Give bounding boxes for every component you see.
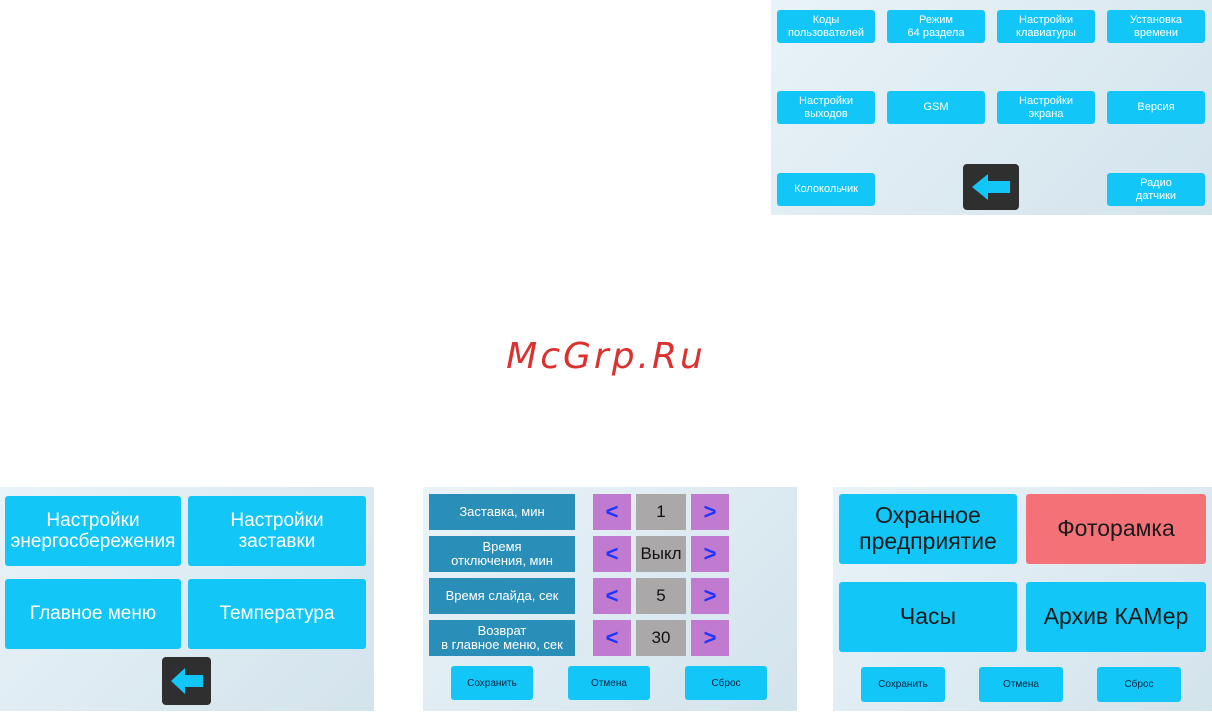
gsm-button[interactable]: GSM	[887, 91, 985, 124]
photo-frame-button[interactable]: Фоторамка	[1026, 494, 1206, 564]
output-settings-button[interactable]: Настройки выходов	[777, 91, 875, 124]
security-company-button[interactable]: Охранное предприятие	[839, 494, 1017, 564]
left-arrow-icon	[170, 668, 203, 694]
bell-button[interactable]: Колокольчик	[777, 173, 875, 206]
slide-time-label: Время слайда, сек	[429, 578, 575, 614]
screensaver-decrease-button[interactable]: <	[593, 494, 631, 530]
screensaver-panel: Заставка, мин < 1 > Время отключения, ми…	[423, 487, 797, 711]
temperature-button[interactable]: Температура	[188, 579, 366, 649]
save-button[interactable]: Сохранить	[451, 666, 533, 700]
screensaver-minutes-label: Заставка, мин	[429, 494, 575, 530]
set-time-button[interactable]: Установка времени	[1107, 10, 1205, 43]
screen-off-time-value: Выкл	[636, 536, 686, 572]
slide-time-decrease-button[interactable]: <	[593, 578, 631, 614]
return-to-main-increase-button[interactable]: >	[691, 620, 729, 656]
screensaver-increase-button[interactable]: >	[691, 494, 729, 530]
screensaver-settings-button[interactable]: Настройки заставки	[188, 496, 366, 566]
user-codes-button[interactable]: Коды пользователей	[777, 10, 875, 43]
return-to-main-decrease-button[interactable]: <	[593, 620, 631, 656]
reset-button[interactable]: Сброс	[685, 666, 767, 700]
screensaver-minutes-value: 1	[636, 494, 686, 530]
keyboard-settings-button[interactable]: Настройки клавиатуры	[997, 10, 1095, 43]
main-menu-panel: Охранное предприятие Фоторамка Часы Архи…	[833, 487, 1212, 711]
settings-menu-panel: Коды пользователей Режим 64 раздела Наст…	[771, 0, 1212, 215]
main-menu-button[interactable]: Главное меню	[5, 579, 181, 649]
screen-settings-button[interactable]: Настройки экрана	[997, 91, 1095, 124]
slide-time-increase-button[interactable]: >	[691, 578, 729, 614]
screen-off-time-label: Время отключения, мин	[429, 536, 575, 572]
return-to-main-value: 30	[636, 620, 686, 656]
screen-off-increase-button[interactable]: >	[691, 536, 729, 572]
screen-settings-panel: Настройки энергосбережения Настройки зас…	[0, 487, 374, 711]
power-saving-settings-button[interactable]: Настройки энергосбережения	[5, 496, 181, 566]
radio-sensors-button[interactable]: Радио датчики	[1107, 173, 1205, 206]
save-button[interactable]: Сохранить	[861, 667, 945, 702]
watermark: McGrp.Ru	[506, 336, 706, 377]
back-button[interactable]	[963, 164, 1019, 210]
mode-64-partitions-button[interactable]: Режим 64 раздела	[887, 10, 985, 43]
back-button[interactable]	[162, 657, 211, 705]
slide-time-value: 5	[636, 578, 686, 614]
clock-button[interactable]: Часы	[839, 582, 1017, 652]
reset-button[interactable]: Сброс	[1097, 667, 1181, 702]
screen-off-decrease-button[interactable]: <	[593, 536, 631, 572]
version-button[interactable]: Версия	[1107, 91, 1205, 124]
camera-archive-button[interactable]: Архив КАМер	[1026, 582, 1206, 652]
cancel-button[interactable]: Отмена	[568, 666, 650, 700]
left-arrow-icon	[972, 174, 1010, 200]
return-to-main-label: Возврат в главное меню, сек	[429, 620, 575, 656]
cancel-button[interactable]: Отмена	[979, 667, 1063, 702]
